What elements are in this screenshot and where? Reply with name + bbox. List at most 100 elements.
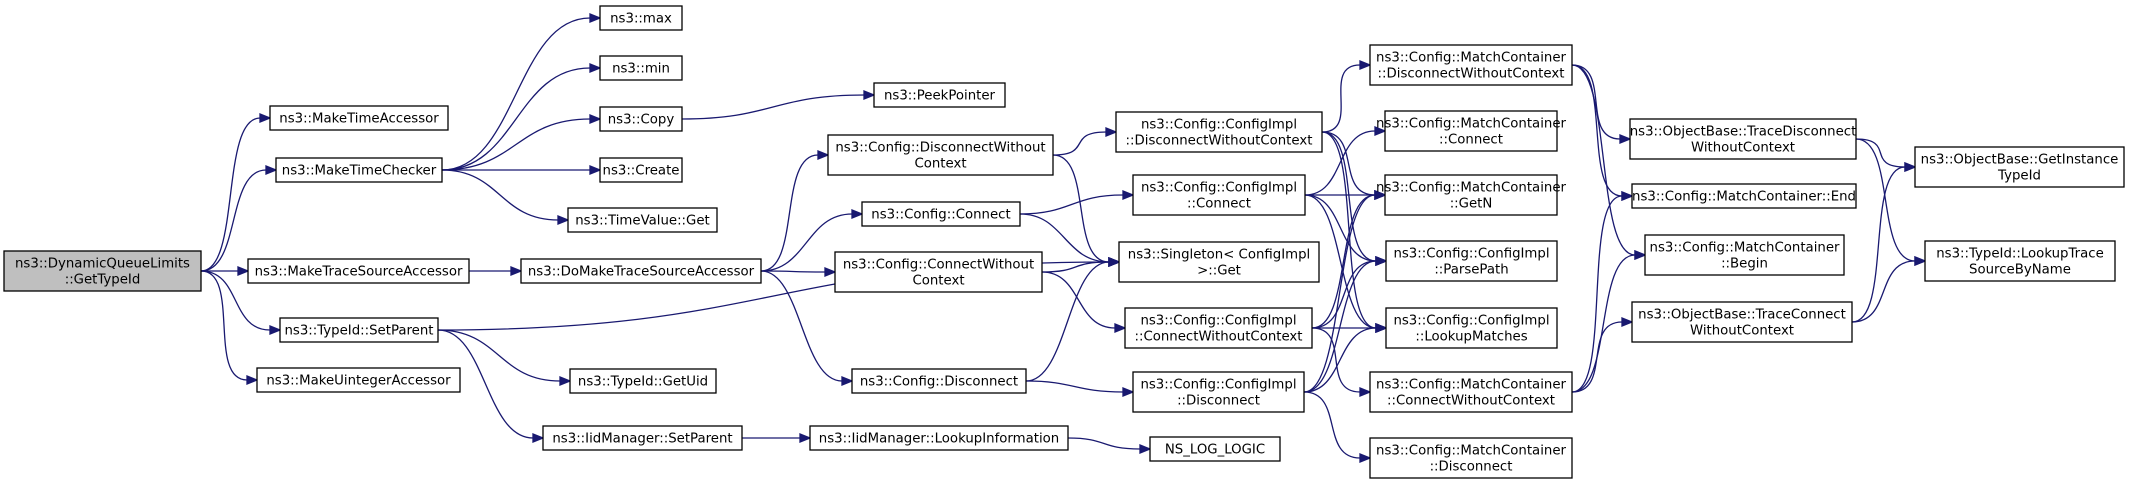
node-config-connect[interactable]: ns3::Config::Connect (861, 201, 1021, 227)
node-box[interactable] (542, 425, 743, 451)
node-configimpl-connect[interactable]: ns3::Config::ConfigImpl::Connect (1132, 174, 1306, 216)
node-box[interactable] (599, 5, 683, 31)
node-configimpl-lookupmatches[interactable]: ns3::Config::ConfigImpl::LookupMatches (1385, 307, 1558, 349)
node-box[interactable] (1132, 371, 1305, 413)
node-max[interactable]: ns3::max (599, 5, 683, 31)
node-box[interactable] (861, 201, 1021, 227)
edge-line (437, 329, 561, 382)
node-box[interactable] (1385, 240, 1558, 282)
node-peekpointer[interactable]: ns3::PeekPointer (873, 82, 1006, 108)
node-domaketracesourceaccessor[interactable]: ns3::DoMakeTraceSourceAccessor (520, 258, 762, 284)
node-mc-disconnect[interactable]: ns3::Config::MatchContainer::Disconnect (1369, 437, 1573, 479)
edge-config-disconnectwithoutcontext-to-singleton-get (1052, 154, 1121, 267)
node-timevalue-get[interactable]: ns3::TimeValue::Get (567, 207, 718, 233)
node-iidmanager-setparent[interactable]: ns3::IidManager::SetParent (542, 425, 743, 451)
node-typeid-setparent[interactable]: ns3::TypeId::SetParent (279, 317, 439, 343)
node-box[interactable] (279, 317, 439, 343)
node-box[interactable] (1631, 301, 1853, 343)
node-config-disconnect[interactable]: ns3::Config::Disconnect (851, 368, 1027, 394)
edge-arrowhead (1374, 190, 1387, 200)
node-box[interactable] (834, 251, 1043, 293)
node-mc-connect[interactable]: ns3::Config::MatchContainer::Connect (1376, 110, 1567, 152)
node-box[interactable] (269, 105, 449, 131)
node-label: ns3::MakeUintegerAccessor (266, 374, 451, 389)
node-configimpl-connectwithoutcontext[interactable]: ns3::Config::ConfigImpl::ConnectWithoutC… (1124, 307, 1313, 349)
node-box[interactable] (1924, 240, 2116, 282)
edge-arrowhead (817, 150, 830, 160)
edge-root-to-maketimechecker (200, 165, 278, 272)
node-box[interactable] (1644, 234, 1845, 276)
node-label: ns3::DoMakeTraceSourceAccessor (528, 265, 755, 280)
node-box[interactable] (3, 250, 202, 292)
node-mc-end[interactable]: ns3::Config::MatchContainer::End (1631, 183, 1857, 209)
edge-config-disconnect-to-configimpl-disconnect (1025, 380, 1135, 397)
node-label: ns3::TypeId::GetUid (578, 375, 708, 390)
node-box[interactable] (599, 157, 683, 183)
node-box[interactable] (1914, 146, 2125, 188)
node-root[interactable]: ns3::DynamicQueueLimits::GetTypeId (3, 250, 202, 292)
node-maketimechecker[interactable]: ns3::MakeTimeChecker (275, 157, 443, 183)
node-box[interactable] (1115, 111, 1323, 153)
node-box[interactable] (1369, 371, 1573, 413)
node-box[interactable] (247, 258, 470, 284)
node-label: ns3::IidManager::LookupInformation (819, 432, 1059, 447)
edge-arrowhead (1619, 134, 1632, 144)
node-box[interactable] (1124, 307, 1313, 349)
edge-line (1303, 391, 1361, 459)
node-typeid-getuid[interactable]: ns3::TypeId::GetUid (569, 368, 717, 394)
node-box[interactable] (1384, 174, 1558, 216)
node-box[interactable] (569, 368, 717, 394)
node-box[interactable] (873, 82, 1006, 108)
edge-arrowhead (1359, 453, 1372, 463)
node-box[interactable] (851, 368, 1027, 394)
node-box[interactable] (567, 207, 718, 233)
node-mc-begin[interactable]: ns3::Config::MatchContainer::Begin (1644, 234, 1845, 276)
node-singleton-get[interactable]: ns3::Singleton< ConfigImpl >::Get (1118, 241, 1320, 283)
node-label: ns3::MakeTraceSourceAccessor (255, 265, 463, 280)
edge-maketimechecker-to-min (441, 63, 602, 171)
node-label: ns3::Config::ConfigImpl (1140, 314, 1296, 329)
node-box[interactable] (1369, 44, 1573, 86)
node-box[interactable] (1149, 436, 1281, 462)
edge-line (1851, 166, 1906, 323)
node-label: ::Connect (1187, 197, 1251, 212)
node-config-connectwithoutcontext[interactable]: ns3::Config::ConnectWithoutContext (834, 251, 1043, 293)
node-maketimeaccessor[interactable]: ns3::MakeTimeAccessor (269, 105, 449, 131)
node-box[interactable] (1631, 183, 1857, 209)
node-box[interactable] (599, 106, 683, 132)
node-box[interactable] (1132, 174, 1306, 216)
node-mc-connectwithoutcontext[interactable]: ns3::Config::MatchContainer::ConnectWith… (1369, 371, 1573, 413)
node-box[interactable] (275, 157, 443, 183)
node-copy[interactable]: ns3::Copy (599, 106, 683, 132)
node-create[interactable]: ns3::Create (599, 157, 683, 183)
node-box[interactable] (1384, 110, 1558, 152)
node-box[interactable] (1369, 437, 1573, 479)
node-box[interactable] (1118, 241, 1320, 283)
node-configimpl-disconnectwithoutcontext[interactable]: ns3::Config::ConfigImpl::DisconnectWitho… (1115, 111, 1323, 153)
node-ns-log-logic[interactable]: NS_LOG_LOGIC (1149, 436, 1281, 462)
edge-configimpl-connect-to-mc-connect (1304, 126, 1387, 196)
node-box[interactable] (827, 134, 1054, 176)
node-mc-disconnectwithoutcontext[interactable]: ns3::Config::MatchContainer::DisconnectW… (1369, 44, 1573, 86)
node-objectbase-traceconnectwithoutcontext[interactable]: ns3::ObjectBase::TraceConnectWithoutCont… (1631, 301, 1853, 343)
node-box[interactable] (1629, 118, 1857, 160)
node-label: ::ParsePath (1434, 263, 1508, 278)
node-label: ns3::Config::MatchContainer (1376, 117, 1566, 132)
node-configimpl-parsepath[interactable]: ns3::Config::ConfigImpl::ParsePath (1385, 240, 1558, 282)
node-box[interactable] (520, 258, 762, 284)
node-box[interactable] (256, 367, 461, 393)
node-config-disconnectwithoutcontext[interactable]: ns3::Config::DisconnectWithoutContext (827, 134, 1054, 176)
node-mc-getn[interactable]: ns3::Config::MatchContainer::GetN (1376, 174, 1567, 216)
node-box[interactable] (1385, 307, 1558, 349)
node-configimpl-disconnect[interactable]: ns3::Config::ConfigImpl::Disconnect (1132, 371, 1305, 413)
edge-arrowhead (1375, 323, 1388, 333)
node-min[interactable]: ns3::min (599, 55, 683, 81)
node-objectbase-tracedisconnectwithoutcontext[interactable]: ns3::ObjectBase::TraceDisconnectWithoutC… (1629, 118, 1857, 160)
node-box[interactable] (599, 55, 683, 81)
node-box[interactable] (809, 425, 1069, 451)
node-makeuintegeraccessor[interactable]: ns3::MakeUintegerAccessor (256, 367, 461, 393)
node-maketracesourceaccessor[interactable]: ns3::MakeTraceSourceAccessor (247, 258, 470, 284)
node-iidmanager-lookupinformation[interactable]: ns3::IidManager::LookupInformation (809, 425, 1069, 451)
